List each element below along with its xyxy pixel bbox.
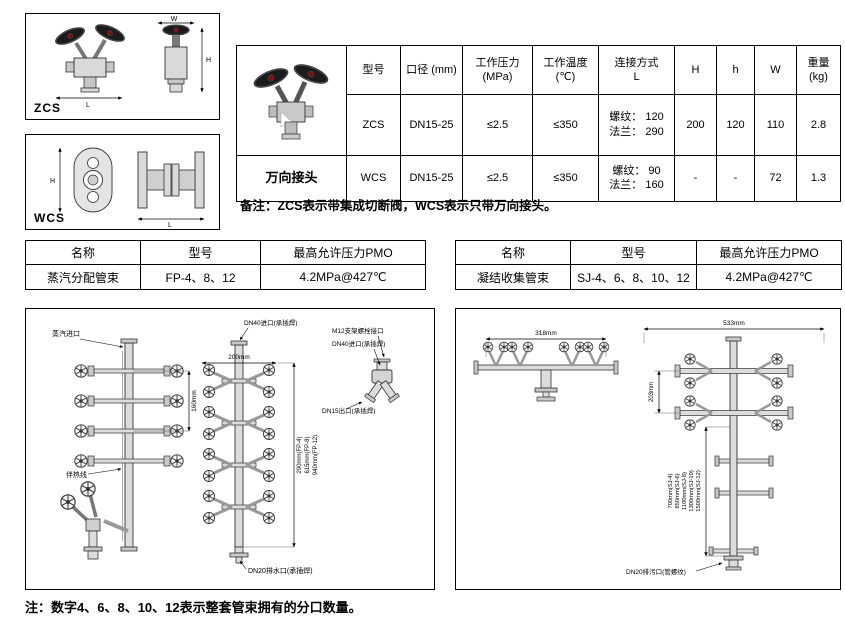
spec-header-weight: 重量 (kg) [796, 45, 841, 95]
sj-diagram-box: 318mm [455, 308, 841, 590]
product-photo-cell [236, 45, 347, 156]
sj-height-sj4: 700mm(SJ-4) [668, 473, 674, 508]
fp-header-model: 型号 [140, 240, 261, 265]
sj-name: 凝结收集管束 [455, 264, 571, 290]
cell-model: WCS [346, 154, 401, 202]
dim-533-label: 533mm [723, 320, 745, 327]
sj-large-manifold [674, 336, 794, 571]
trace-line-label: 伴热线 [66, 470, 87, 479]
zcs-front-view [52, 20, 128, 93]
dn20-drain-label: DN20排水口(承插焊) [248, 566, 313, 575]
cell-model: ZCS [346, 93, 401, 156]
spec-header-h: h [716, 45, 755, 95]
zcs-dim-h: H [206, 57, 211, 64]
dim-318-label: 318mm [535, 330, 557, 337]
spec-table: 型号 口径 (mm) 工作压力(MPa) 工作温度(℃) 连接方式 L H h … [236, 45, 841, 202]
fp-name: 蒸汽分配管束 [25, 264, 141, 290]
zcs-side-view [162, 24, 190, 93]
sj-summary-data-row: 凝结收集管束 SJ-4、6、8、10、12 4.2MPa@427℃ [455, 264, 842, 290]
spec-header-W: W [754, 45, 797, 95]
product-name: 万向接头 [236, 154, 347, 202]
wcs-front-view [73, 147, 113, 213]
fp-height-fp8: 615mm(FP-8) [305, 436, 311, 473]
dim-203-label: 203mm [649, 382, 655, 402]
fp-diagram: 蒸汽进口 伴热线 160mm [52, 318, 400, 575]
sj-pmo: 4.2MPa@427℃ [696, 264, 842, 290]
fp-joint-subdiagram [364, 358, 400, 404]
dn40-side-label: DN40进口(承插焊) [332, 339, 385, 348]
wcs-side-view [137, 151, 205, 209]
sj-header-pmo: 最高允许压力PMO [696, 240, 842, 265]
sj-height-sj12: 1500mm(SJ-12) [696, 470, 702, 512]
dn40-top-label: DN40进口(承插焊) [244, 318, 297, 327]
spec-header-diameter: 口径 (mm) [400, 45, 463, 95]
zcs-label: ZCS [34, 101, 61, 115]
sj-height-sj8: 1100mm(SJ-8) [682, 472, 688, 510]
sj-model: SJ-4、6、8、10、12 [570, 264, 697, 290]
cell-connection: 螺纹： 90 法兰： 160 [598, 154, 675, 202]
fp-header-pmo: 最高允许压力PMO [260, 240, 426, 265]
zcs-drawing-box: W H L ZCS [25, 13, 220, 120]
steam-inlet-label: 蒸汽进口 [52, 329, 80, 338]
dn15-out-label: DN15出口(承插焊) [322, 406, 375, 415]
cell-W: 72 [754, 154, 797, 202]
m12-label: M12支架螺栓接口 [332, 326, 384, 335]
spec-header-connection: 连接方式 L [598, 45, 675, 95]
fp-center-manifold [203, 340, 275, 564]
sj-summary-header-row: 名称 型号 最高允许压力PMO [455, 240, 842, 265]
fp-header-name: 名称 [25, 240, 141, 265]
spec-row-zcs: ZCS DN15-25 ≤2.5 ≤350 螺纹： 120 法兰： 290 20… [237, 93, 841, 156]
fp-pmo: 4.2MPa@427℃ [260, 264, 426, 290]
cell-diameter: DN15-25 [400, 93, 463, 156]
cell-temperature: ≤350 [532, 93, 599, 156]
cell-diameter: DN15-25 [400, 154, 463, 202]
wcs-label: WCS [34, 211, 65, 225]
sj-height-sj6: 850mm(SJ-6) [675, 473, 681, 508]
sj-small-assembly [473, 341, 619, 402]
spec-header-model: 型号 [346, 45, 401, 95]
dn20-blowoff-label: DN20排污口(管螺纹) [626, 567, 686, 576]
wcs-drawing-box: H L WCS [25, 134, 220, 230]
cell-weight: 1.3 [796, 154, 841, 202]
cell-W: 110 [754, 93, 797, 156]
cell-h: - [716, 154, 755, 202]
wcs-dim-h: H [50, 178, 55, 185]
spec-header-pressure: 工作压力(MPa) [462, 45, 533, 95]
fp-height-fp12: 940mm(FP-12) [313, 435, 319, 475]
sj-header-model: 型号 [570, 240, 697, 265]
fp-summary-header-row: 名称 型号 最高允许压力PMO [25, 240, 426, 265]
sj-height-sj10: 1300mm(SJ-10) [689, 470, 695, 512]
dim-160-label: 160mm [191, 390, 198, 412]
cell-h: 120 [716, 93, 755, 156]
spec-header-temperature: 工作温度(℃) [532, 45, 599, 95]
universal-joint-photo [250, 60, 331, 140]
wcs-dim-l: L [168, 222, 172, 229]
fp-left-manifold [60, 338, 184, 560]
spec-row-wcs: 万向接头 WCS DN15-25 ≤2.5 ≤350 螺纹： 90 法兰： 16… [236, 154, 841, 202]
cell-pressure: ≤2.5 [462, 93, 533, 156]
cell-connection: 螺纹： 120 法兰： 290 [598, 93, 675, 156]
spec-header-row: 型号 口径 (mm) 工作压力(MPa) 工作温度(℃) 连接方式 L H h … [236, 45, 841, 156]
fp-height-fp4: 290mm(FP-4) [297, 436, 303, 473]
zcs-dim-w: W [171, 16, 178, 23]
cell-weight: 2.8 [796, 93, 841, 156]
spec-header-H: H [674, 45, 717, 95]
spec-remark: 备注：ZCS表示带集成切断阀，WCS表示只带万向接头。 [240, 199, 557, 213]
footer-note: 注：数字4、6、8、10、12表示整套管束拥有的分口数量。 [25, 600, 362, 615]
cell-H: - [674, 154, 717, 202]
zcs-drawing: W H L [52, 16, 211, 109]
fp-summary-table: 名称 型号 最高允许压力PMO 蒸汽分配管束 FP-4、8、12 4.2MPa@… [25, 240, 426, 290]
sj-header-name: 名称 [455, 240, 571, 265]
dim-200-label: 200mm [228, 354, 250, 361]
fp-diagram-box: 蒸汽进口 伴热线 160mm [25, 308, 435, 590]
fp-model: FP-4、8、12 [140, 264, 261, 290]
cell-H: 200 [674, 93, 717, 156]
fp-summary-data-row: 蒸汽分配管束 FP-4、8、12 4.2MPa@427℃ [25, 264, 426, 290]
sj-summary-table: 名称 型号 最高允许压力PMO 凝结收集管束 SJ-4、6、8、10、12 4.… [455, 240, 842, 290]
wcs-drawing: H L [50, 147, 205, 229]
zcs-dim-l: L [86, 102, 90, 109]
sj-diagram: 318mm [473, 320, 825, 576]
